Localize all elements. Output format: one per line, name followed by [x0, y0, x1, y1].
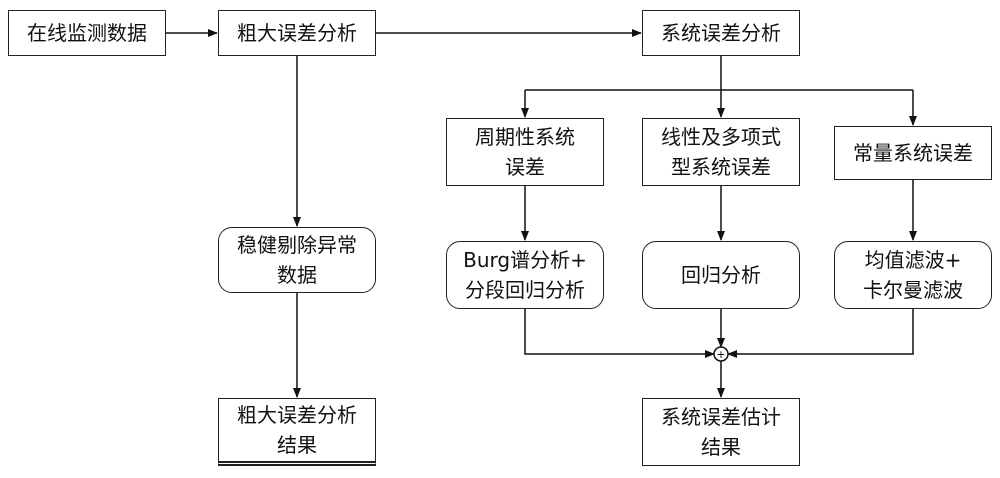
arrow-burg-to-sum: [524, 309, 715, 358]
sum-junction-symbol: +: [716, 348, 725, 361]
arrow-kalman-to-sum: [727, 309, 914, 358]
node-online-data: 在线监测数据: [8, 10, 166, 56]
node-system-error-analysis: 系统误差分析: [642, 10, 800, 56]
node-gross-error-result: 粗大误差分析 结果: [218, 398, 376, 466]
node-burg-spectrum-analysis: Burg谱分析+ 分段回归分析: [446, 241, 604, 309]
node-system-error-estimate-result: 系统误差估计 结果: [642, 398, 800, 466]
node-robust-remove-outliers: 稳健剔除异常 数据: [218, 227, 376, 293]
sum-junction-circle: [713, 346, 729, 362]
node-periodic-system-error: 周期性系统 误差: [446, 118, 604, 186]
node-mean-kalman-filter: 均值滤波+ 卡尔曼滤波: [834, 241, 992, 309]
node-constant-system-error: 常量系统误差: [834, 126, 992, 180]
node-regression-analysis: 回归分析: [642, 241, 800, 309]
node-gross-error-analysis: 粗大误差分析: [218, 10, 376, 56]
node-linear-polynomial-error: 线性及多项式 型系统误差: [642, 118, 800, 186]
